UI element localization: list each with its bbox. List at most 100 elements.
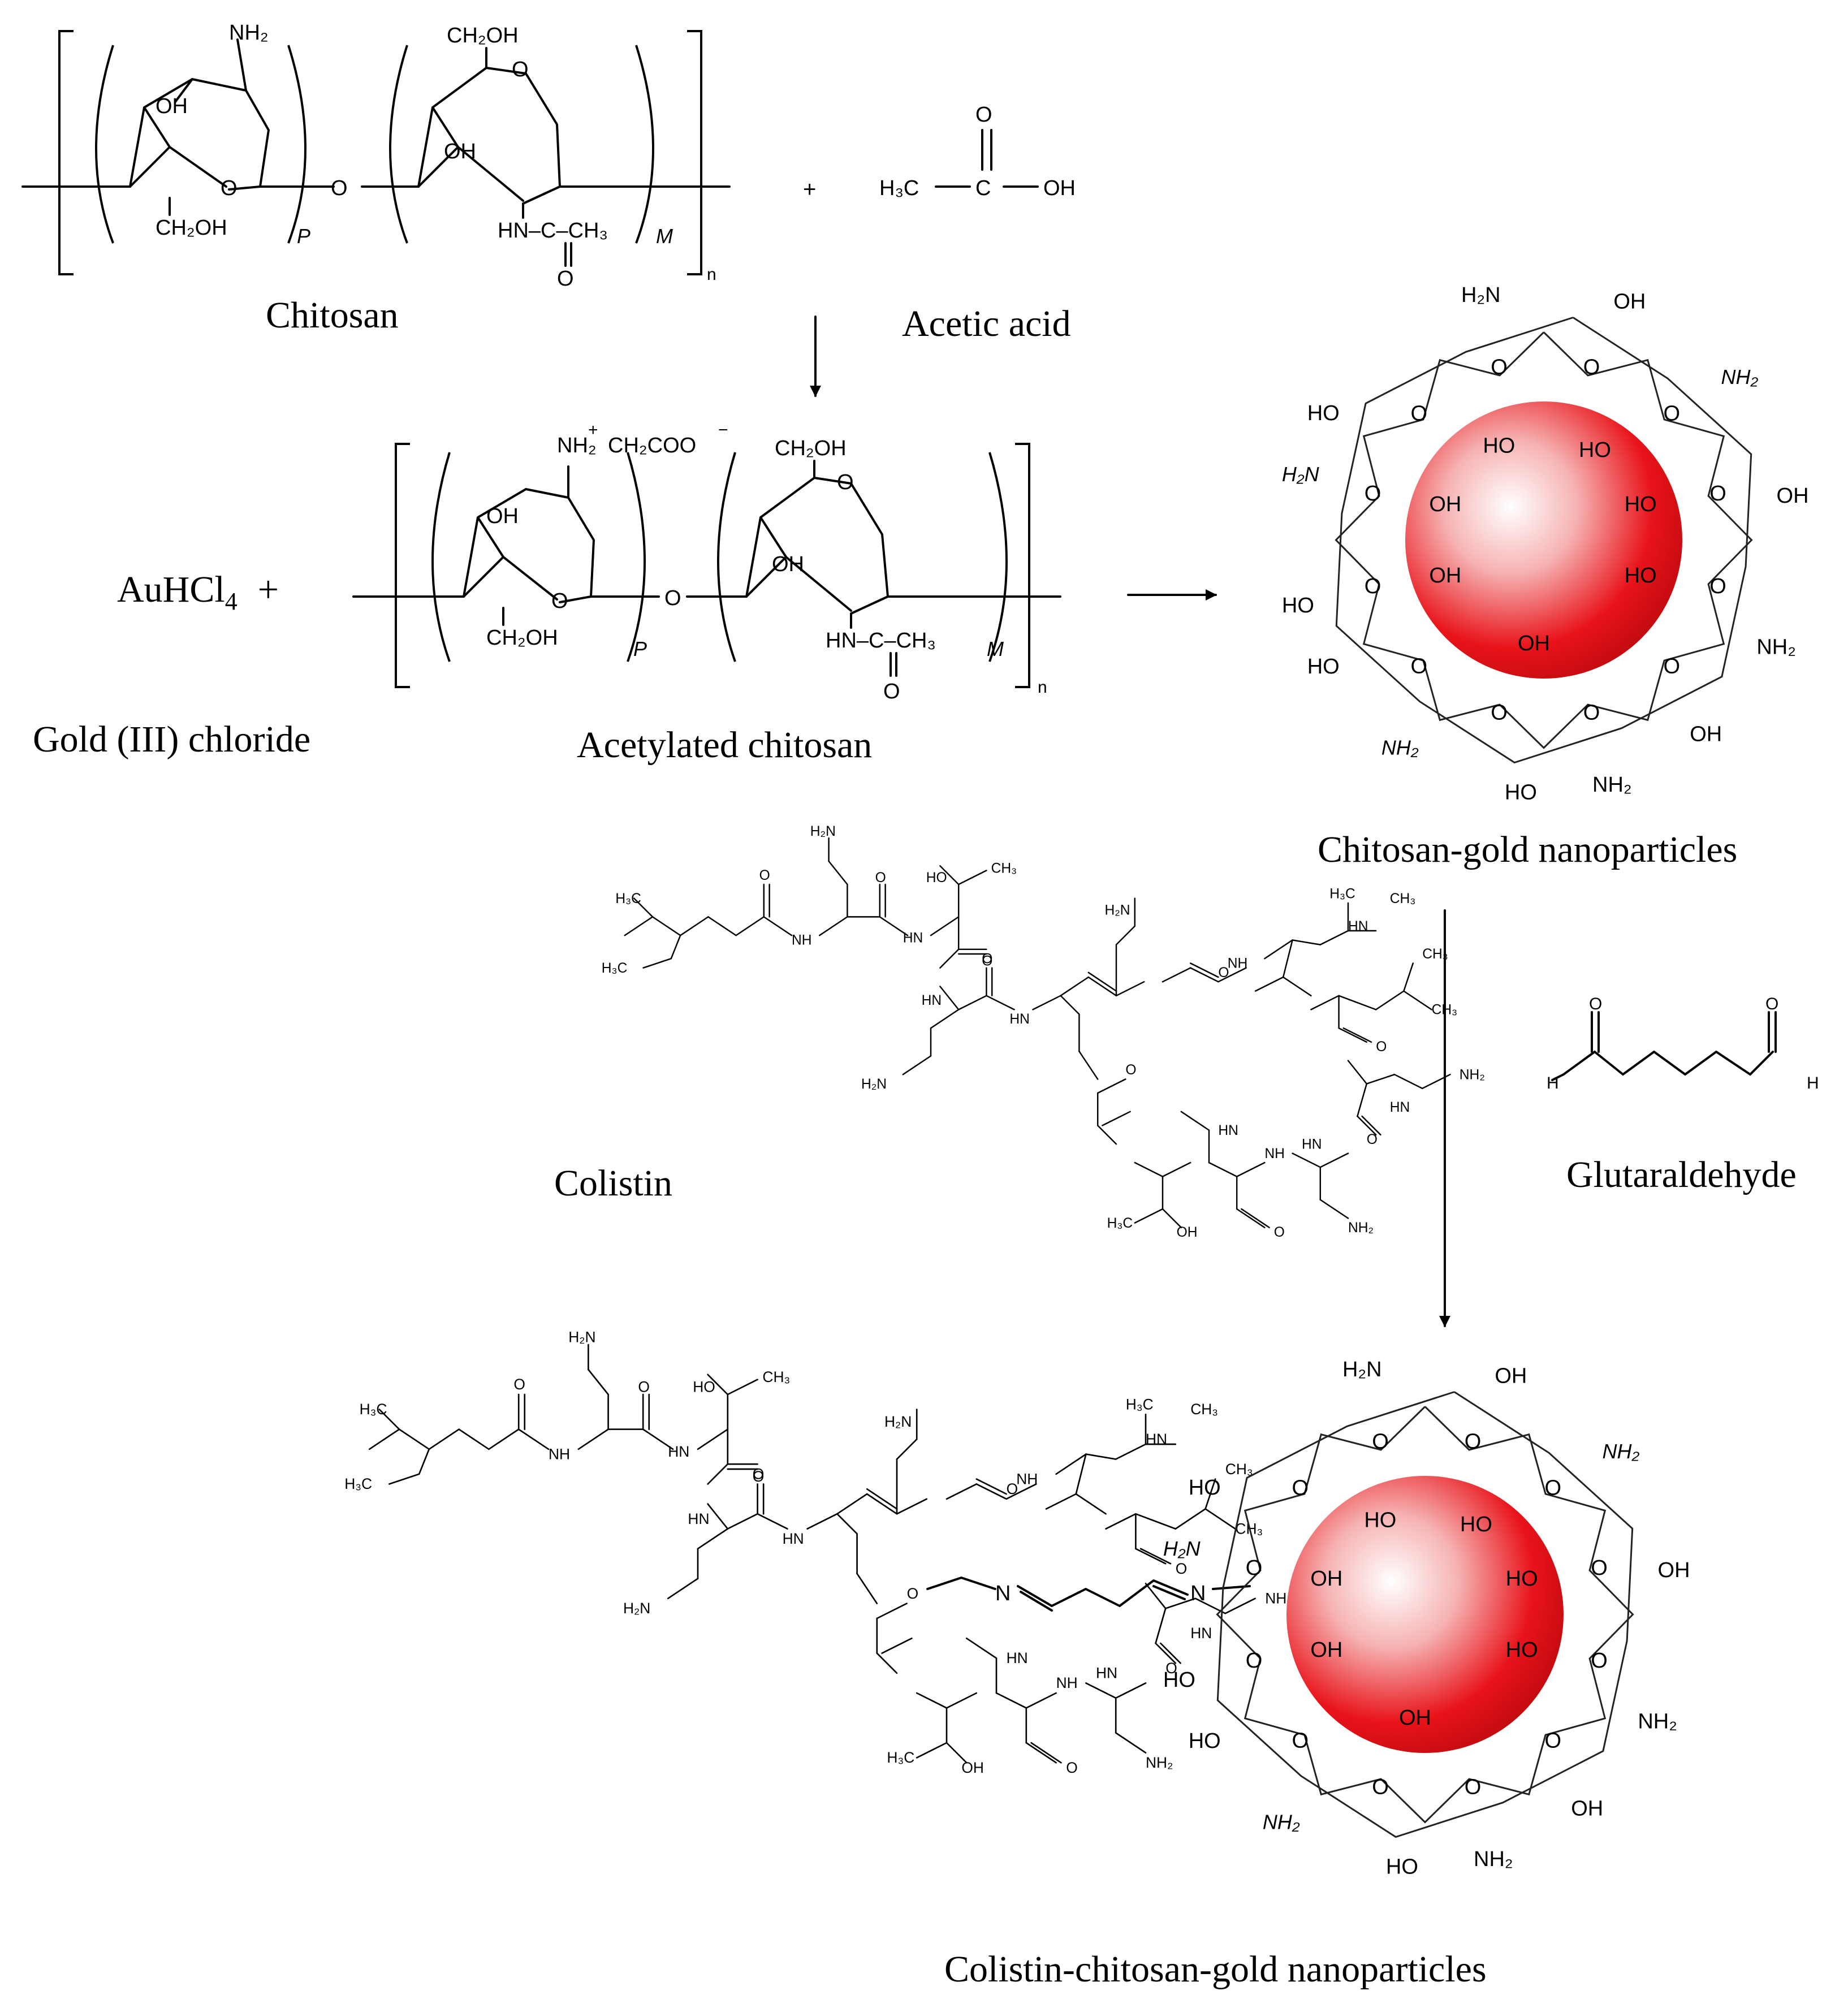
charge-minus: −	[718, 421, 728, 439]
substituent-label: HO	[1505, 781, 1537, 805]
bond	[1078, 1050, 1099, 1080]
bond	[1254, 976, 1284, 992]
bond	[679, 916, 709, 936]
atom-label: CH₂OH	[775, 437, 847, 460]
substituent-label: H₂N	[1461, 283, 1501, 307]
inner-hydroxyl: HO	[1579, 438, 1611, 462]
bond	[1139, 1548, 1172, 1565]
bond	[879, 916, 909, 936]
atom-label: NH	[1016, 1470, 1038, 1487]
bond	[670, 934, 681, 960]
atom-label: HN	[783, 1530, 804, 1547]
inner-hydroxyl: HO	[1483, 434, 1515, 457]
atom-label: CH₂OH	[447, 24, 519, 47]
paren-m-right	[635, 45, 654, 244]
bond	[896, 1498, 928, 1515]
bond	[1338, 995, 1377, 1011]
substituent-label: OH	[1777, 484, 1809, 508]
bond	[458, 1428, 490, 1450]
atom-label: HN	[1348, 919, 1368, 934]
atom-label: HN–C–CH₃	[826, 629, 936, 653]
atom-label: NH₂	[1146, 1754, 1173, 1771]
substituent-label: NH₂	[1381, 736, 1419, 759]
bond	[1005, 1483, 1037, 1500]
bond	[1145, 1583, 1167, 1609]
bond	[866, 1493, 898, 1515]
bond	[866, 1488, 898, 1510]
charge-plus: +	[588, 421, 598, 439]
inner-hydroxyl: HO	[1625, 564, 1657, 588]
bond	[1134, 1161, 1164, 1177]
colistin-chitosan-gold-nanoparticle-graphic: OHH₂NNH₂OHNH₂OHNH₂HONH₂HOH₂NHOHOOOOOOOOO…	[1163, 1358, 1690, 1879]
bond	[1115, 925, 1136, 945]
bond	[1060, 976, 1090, 997]
bond	[1282, 976, 1312, 997]
acetylated-chitosan-structure	[352, 443, 1061, 688]
atom-label: O	[1367, 1132, 1378, 1147]
ring-oxygen: O	[1292, 1476, 1309, 1500]
atom-label: NH₂	[1460, 1067, 1485, 1082]
substituent-label: HO	[1386, 1855, 1418, 1879]
bond	[1208, 1161, 1238, 1177]
bond	[1236, 1208, 1266, 1229]
atom-label: O	[557, 267, 574, 291]
atom-label: CH₃	[762, 1368, 790, 1385]
bond	[388, 1473, 420, 1485]
bond	[1102, 1111, 1131, 1126]
reagent-aucl4: AuHCl4+	[117, 568, 279, 616]
ring-oxygen: O	[1663, 402, 1680, 426]
atom-label: O	[1218, 965, 1229, 981]
bond	[939, 865, 960, 886]
bond	[1096, 1078, 1126, 1094]
substituent-label: HO	[1307, 401, 1340, 425]
atom-label: NH	[1228, 956, 1248, 971]
bond	[727, 1513, 758, 1530]
bond	[939, 986, 960, 1011]
atom-label: N	[995, 1582, 1011, 1605]
bond	[1085, 1682, 1117, 1699]
substituent-label: NH₂	[1638, 1709, 1677, 1733]
bond	[1319, 1152, 1349, 1168]
bond	[916, 1742, 948, 1759]
bond	[1264, 939, 1293, 960]
substituent-label: NH₂	[1263, 1810, 1300, 1833]
ring-oxygen: O	[1544, 1729, 1561, 1752]
bond	[1224, 1597, 1256, 1614]
bond	[1087, 971, 1117, 992]
ring-oxygen: O	[1465, 1775, 1482, 1799]
bond	[1135, 1548, 1167, 1565]
ring-oxygen: O	[1663, 654, 1680, 678]
ring-oxygen: O	[1246, 1556, 1263, 1580]
atom-label: O	[1066, 1759, 1078, 1776]
atom-label: O	[221, 176, 238, 200]
substituent-label: NH₂	[1592, 773, 1632, 797]
bond	[836, 1513, 858, 1535]
bond	[1236, 1161, 1266, 1177]
atom-label: HN	[1146, 1431, 1167, 1448]
atom-label: O	[1125, 1063, 1136, 1078]
bond	[1342, 1027, 1372, 1043]
bond	[707, 1503, 729, 1530]
atom-label: H₃C	[360, 1401, 387, 1418]
atom-label: CH₃	[1422, 947, 1448, 962]
bond	[1393, 1073, 1423, 1090]
atom-label: HN–C–CH₃	[498, 219, 608, 243]
bond	[588, 1368, 609, 1396]
bond	[1421, 1073, 1451, 1090]
atom-label: H₂N	[568, 1329, 595, 1346]
plus-sign: +	[257, 569, 279, 610]
bond	[1087, 976, 1117, 997]
repeat-label-p: P	[297, 224, 310, 248]
aucl4-text: AuHCl	[117, 569, 225, 610]
bond	[975, 1483, 1007, 1500]
ring-oxygen: O	[1591, 1556, 1608, 1580]
substituent-label: OH	[1658, 1558, 1690, 1582]
substituent-label: OH	[1571, 1797, 1603, 1820]
chitosan-structure	[21, 30, 731, 275]
glutaraldehyde-structure	[1551, 1011, 1777, 1081]
bond	[930, 916, 960, 936]
bond	[1310, 995, 1340, 1011]
atom-label: H₃C	[879, 176, 919, 200]
atom-label: NH	[1264, 1146, 1285, 1161]
